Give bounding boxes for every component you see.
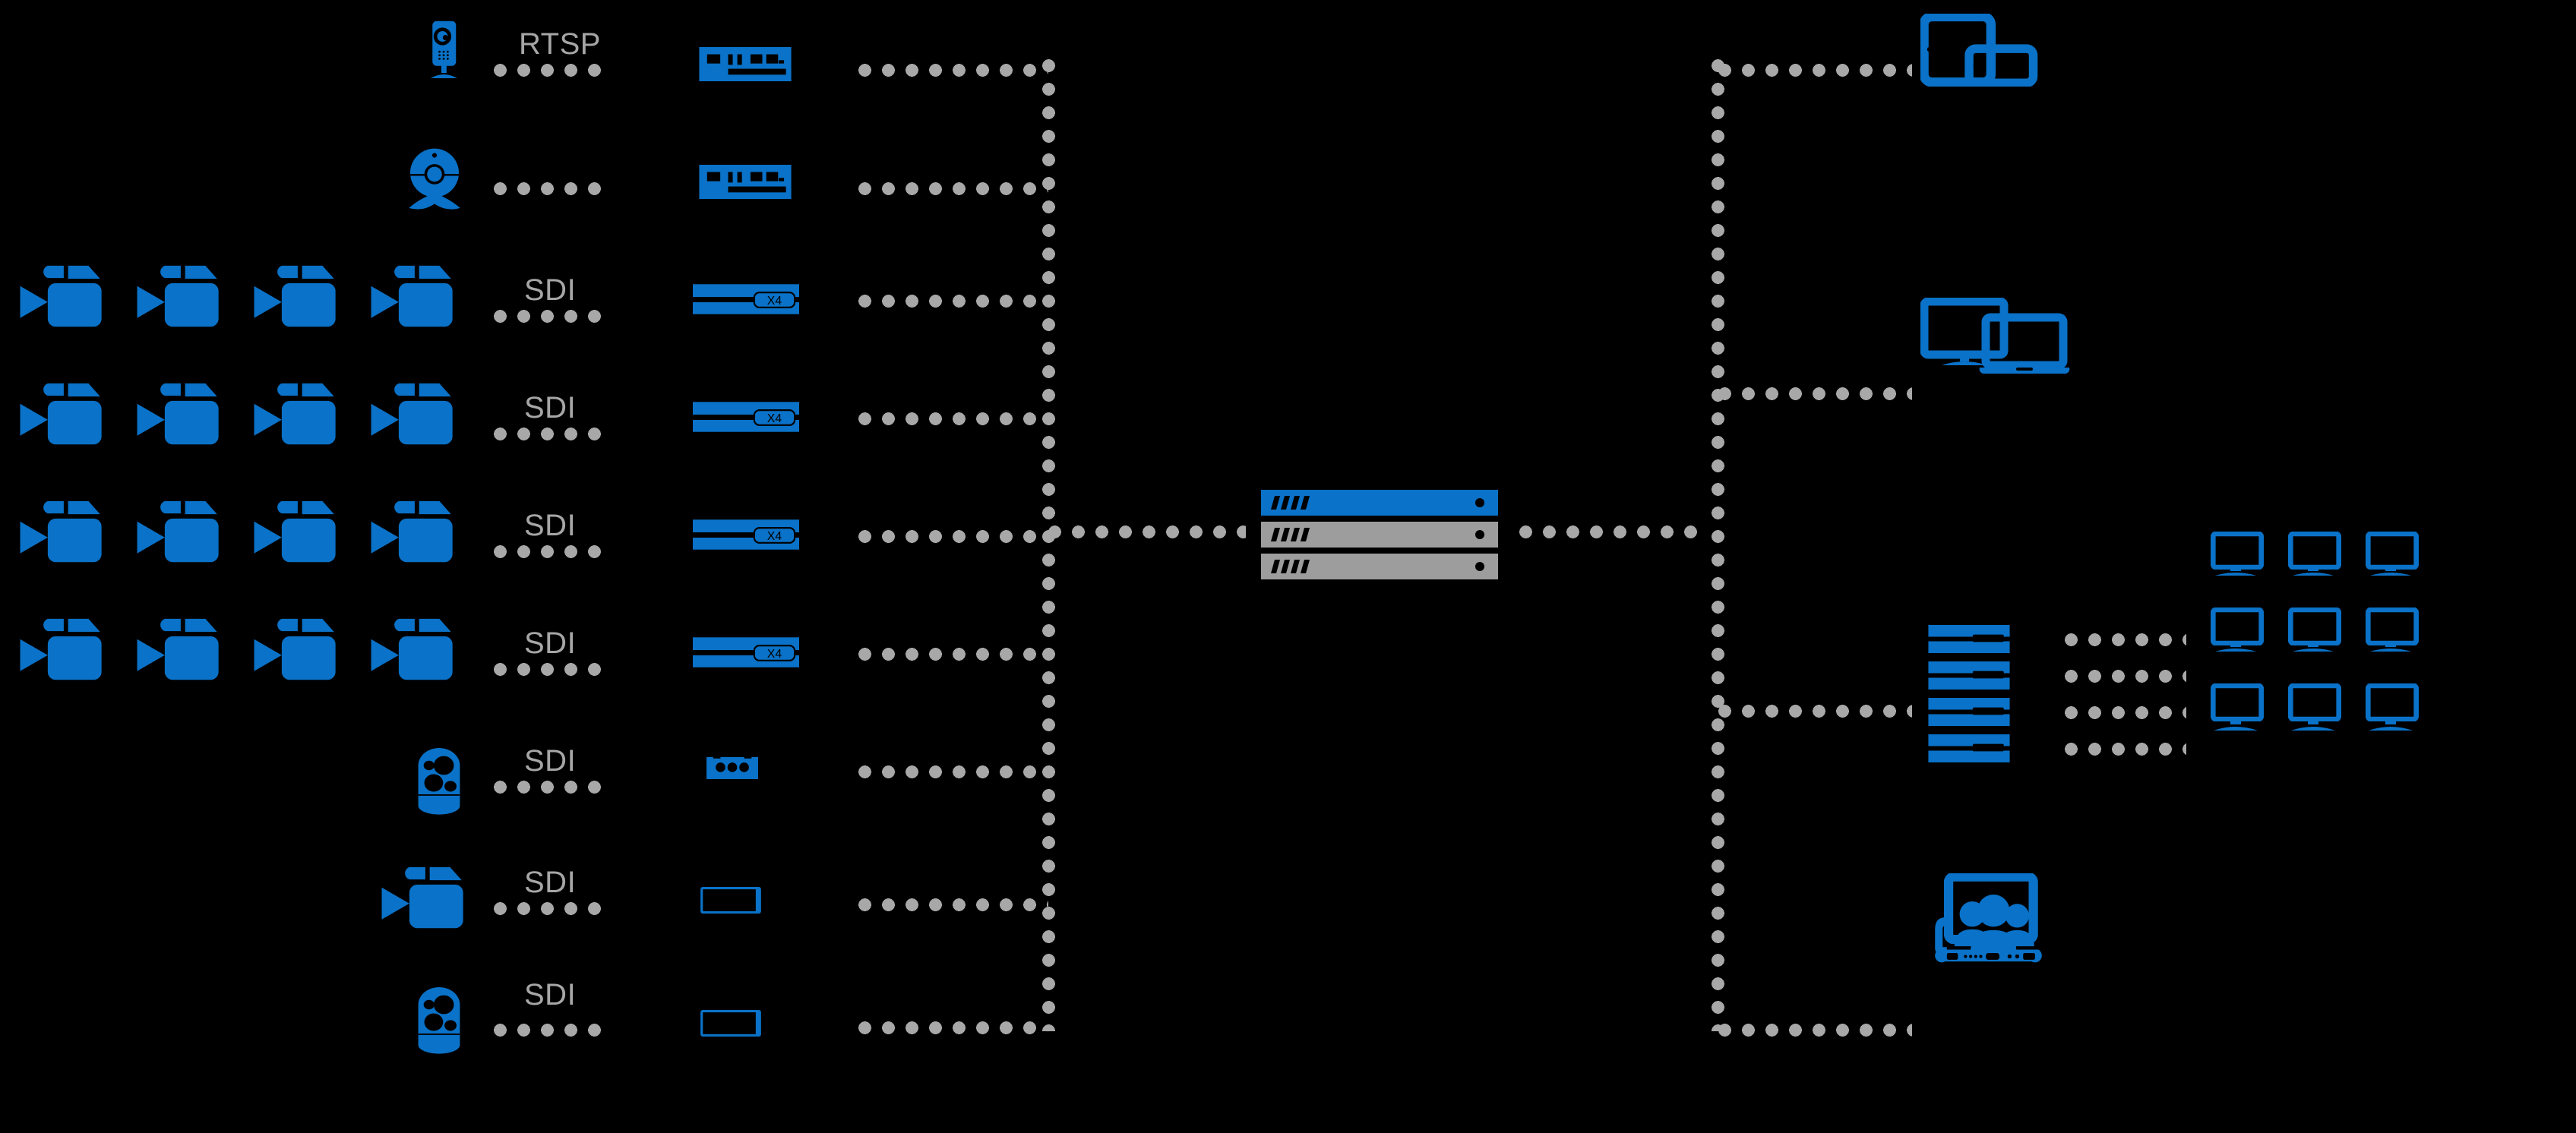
ip-camera-icon[interactable] xyxy=(420,20,467,79)
camcorder-icon[interactable] xyxy=(369,382,457,449)
link-encoder-5-to-bus xyxy=(858,530,1048,543)
link-switch-2-to-bus xyxy=(858,182,1048,195)
camcorder-icon[interactable] xyxy=(135,617,223,684)
ptz-camera-icon[interactable] xyxy=(412,748,466,818)
left-aggregation-bus xyxy=(1042,59,1055,1031)
link-encoder-4-to-bus xyxy=(858,412,1048,425)
link-source-3 xyxy=(494,310,612,323)
video-wall-stands xyxy=(2369,565,2413,731)
camcorder-icon[interactable] xyxy=(18,382,106,449)
protocol-label-rtsp: RTSP xyxy=(519,27,601,61)
ptz-camera-icon[interactable] xyxy=(412,987,466,1057)
camcorder-icon[interactable] xyxy=(135,264,223,331)
link-left-bus-to-server xyxy=(1048,525,1246,538)
link-source-9 xyxy=(494,1024,612,1037)
link-source-8 xyxy=(494,902,612,915)
link-encoder-7-to-bus xyxy=(858,765,1048,778)
camcorder-icon[interactable] xyxy=(380,866,468,933)
camcorder-icon[interactable] xyxy=(18,500,106,566)
camcorder-icon[interactable] xyxy=(252,500,340,566)
link-decoder-3-to-wall xyxy=(2065,706,2186,719)
server-stack[interactable] xyxy=(1261,490,1498,585)
protocol-label-sdi-5: SDI xyxy=(524,509,577,542)
link-bus-to-conference xyxy=(1718,1024,1912,1037)
camcorder-icon[interactable] xyxy=(18,617,106,684)
protocol-label-sdi-8: SDI xyxy=(524,866,577,899)
link-source-1 xyxy=(494,64,612,77)
rack-encoder-icon[interactable] xyxy=(693,282,799,316)
decoder-stack-icon[interactable] xyxy=(1928,698,2010,726)
camcorder-icon[interactable] xyxy=(369,617,457,684)
link-source-4 xyxy=(494,428,612,440)
link-source-6 xyxy=(494,663,612,676)
webcam-icon[interactable] xyxy=(404,144,465,210)
rack-encoder-icon[interactable] xyxy=(693,400,799,434)
decoder-stack-icon[interactable] xyxy=(1928,734,2010,762)
link-switch-1-to-bus xyxy=(858,64,1048,77)
link-decoder-2-to-wall xyxy=(2065,670,2186,683)
protocol-label-sdi-3: SDI xyxy=(524,273,577,307)
video-wall-stands xyxy=(2214,565,2258,731)
video-conference-icon[interactable] xyxy=(1933,873,2043,1044)
rack-encoder-icon[interactable] xyxy=(693,518,799,551)
decoder-stack-icon[interactable] xyxy=(1928,661,2010,690)
server-unit-1[interactable] xyxy=(1261,490,1498,516)
camcorder-icon[interactable] xyxy=(252,264,340,331)
tablet-icon[interactable] xyxy=(1920,14,2038,87)
camcorder-icon[interactable] xyxy=(369,264,457,331)
protocol-label-sdi-6: SDI xyxy=(524,626,577,660)
compact-encoder-icon[interactable] xyxy=(700,887,761,914)
compact-encoder-icon[interactable] xyxy=(706,754,758,779)
camcorder-icon[interactable] xyxy=(252,382,340,449)
protocol-label-sdi-9: SDI xyxy=(524,978,577,1011)
server-unit-3[interactable] xyxy=(1261,554,1498,579)
link-source-7 xyxy=(494,781,612,794)
link-decoder-1-to-wall xyxy=(2065,633,2186,646)
desktop-monitor-icon[interactable] xyxy=(1920,298,2072,374)
decoder-stack-icon[interactable] xyxy=(1928,625,2010,653)
camcorder-icon[interactable] xyxy=(252,617,340,684)
camcorder-icon[interactable] xyxy=(18,264,106,331)
camcorder-icon[interactable] xyxy=(135,500,223,566)
right-distribution-bus xyxy=(1712,59,1724,1031)
video-wall-stands xyxy=(2291,565,2335,731)
link-source-2 xyxy=(494,182,612,195)
link-bus-to-workstations xyxy=(1718,387,1912,400)
network-switch-icon[interactable] xyxy=(693,165,798,199)
camcorder-icon[interactable] xyxy=(135,382,223,449)
protocol-label-sdi-4: SDI xyxy=(524,391,577,424)
compact-encoder-icon[interactable] xyxy=(700,1010,761,1037)
link-bus-to-decoders xyxy=(1718,705,1912,718)
rack-encoder-icon[interactable] xyxy=(693,636,799,669)
network-switch-icon[interactable] xyxy=(693,47,798,81)
link-encoder-9-to-bus xyxy=(858,1021,1048,1034)
camcorder-icon[interactable] xyxy=(369,500,457,566)
server-unit-2[interactable] xyxy=(1261,522,1498,548)
link-bus-to-mobile xyxy=(1718,64,1912,77)
link-decoder-4-to-wall xyxy=(2065,743,2186,756)
protocol-label-sdi-7: SDI xyxy=(524,744,577,778)
link-encoder-6-to-bus xyxy=(858,648,1048,661)
link-source-5 xyxy=(494,545,612,558)
link-encoder-8-to-bus xyxy=(858,898,1048,911)
link-encoder-3-to-bus xyxy=(858,295,1048,308)
link-server-to-right-bus xyxy=(1519,525,1705,538)
